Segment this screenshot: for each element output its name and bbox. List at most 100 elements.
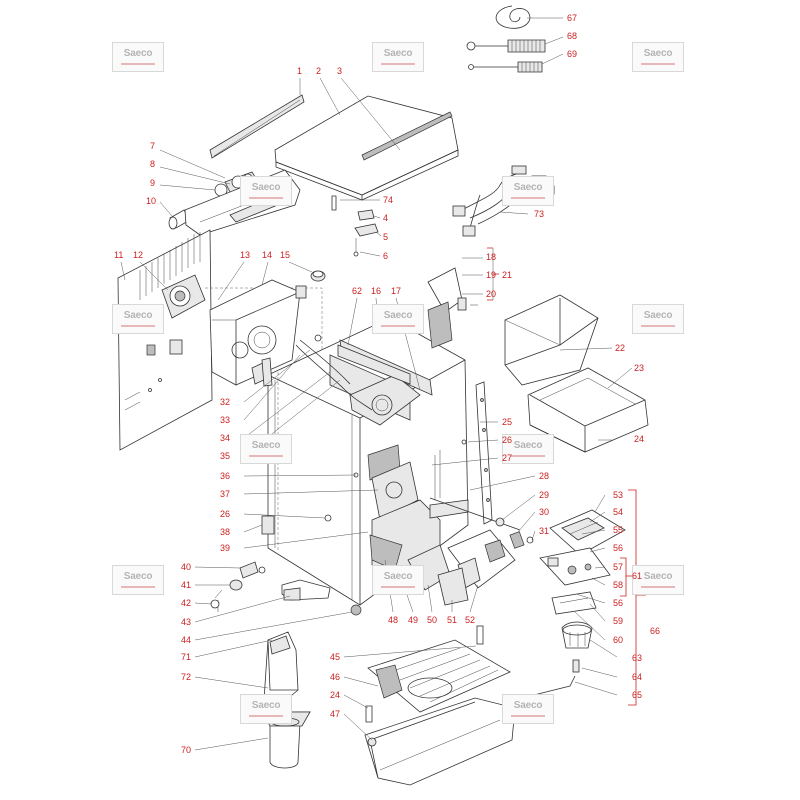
callout-23: 23 [634,363,645,373]
callout-65: 65 [632,690,643,700]
callout-9: 9 [150,178,156,188]
callout-43: 43 [181,617,192,627]
callout-2: 2 [316,66,322,76]
callout-11: 11 [114,250,124,260]
callout-61: 61 [632,571,643,581]
callout-20: 20 [486,289,497,299]
part-74 [331,195,337,211]
callout-69: 69 [567,49,578,59]
part-53-55-plate [549,509,626,556]
callout-63: 63 [632,653,643,663]
callout-45: 45 [330,652,341,662]
callout-35: 35 [220,451,231,461]
part-2-top-cover [274,95,459,201]
callout-21: 21 [502,270,513,280]
callout-10: 10 [146,196,157,206]
part-5 [354,223,379,237]
callout-48: 48 [388,615,399,625]
callout-56-a: 56 [613,543,624,553]
callout-26-b: 26 [220,509,231,519]
part-23-tray [527,367,649,453]
saeco-watermark: Saeco [502,694,554,724]
part-11-side-panel [117,229,213,451]
callout-24-b: 24 [330,690,341,700]
saeco-watermark: Saeco [632,42,684,72]
callout-31: 31 [539,526,550,536]
callout-41: 41 [181,580,192,590]
part-49-52-assembly [437,529,516,606]
part-40-43 [210,561,331,612]
saeco-watermark: Saeco [240,694,292,724]
callout-54: 54 [613,507,624,517]
callout-14: 14 [262,250,273,260]
callout-42: 42 [181,598,192,608]
callout-58: 58 [613,580,624,590]
callout-52: 52 [465,615,476,625]
callout-3: 3 [337,66,343,76]
callout-64: 64 [632,672,643,682]
callout-16: 16 [371,286,382,296]
part-24-pin [365,705,373,723]
part-22-container [504,294,599,386]
callout-24-a: 24 [634,434,645,444]
callout-55: 55 [613,525,624,535]
saeco-watermark: Saeco [372,42,424,72]
saeco-watermark: Saeco [240,434,292,464]
part-28-31-shaft [429,497,534,549]
part-45-post [476,625,484,645]
part-63-64-nozzle [561,621,593,673]
part-26-screw [324,514,332,522]
part-12-pump [161,274,206,319]
callout-28: 28 [539,471,550,481]
callout-40: 40 [181,562,192,572]
callout-67: 67 [567,13,578,23]
callout-22: 22 [615,343,626,353]
saeco-watermark: Saeco [240,176,292,206]
callout-18: 18 [486,252,497,262]
part-47-base [364,697,516,786]
part-19-20 [457,297,478,311]
callout-56-b: 56 [613,598,624,608]
callout-8: 8 [150,159,156,169]
callout-26-a: 26 [502,435,513,445]
callout-38: 38 [220,527,231,537]
callout-17: 17 [391,286,402,296]
callout-37: 37 [220,489,231,499]
callout-50: 50 [427,615,438,625]
callout-27: 27 [502,453,513,463]
callout-36: 36 [220,471,231,481]
callout-71: 71 [181,652,192,662]
part-3-lid-strip [361,111,453,161]
callout-13: 13 [240,250,251,260]
part-56-58 [539,547,611,586]
saeco-watermark: Saeco [632,565,684,595]
callout-47: 47 [330,709,341,719]
part-69-brush [468,61,543,73]
saeco-watermark: Saeco [502,434,554,464]
saeco-watermark: Saeco [372,565,424,595]
callout-7: 7 [150,141,156,151]
callout-5: 5 [383,232,389,242]
callout-6: 6 [383,251,389,261]
leader-lines [120,17,646,751]
saeco-watermark: Saeco [372,304,424,334]
callout-72: 72 [181,672,192,682]
callout-33: 33 [220,415,231,425]
callout-74: 74 [383,195,394,205]
part-62-bracket [337,344,411,385]
callout-73: 73 [534,209,545,219]
callout-66: 66 [650,626,661,636]
callout-34: 34 [220,433,231,443]
callout-51: 51 [447,615,458,625]
callout-62: 62 [352,286,363,296]
callout-4: 4 [383,213,389,223]
part-65-tube [529,675,576,697]
saeco-watermark: Saeco [112,565,164,595]
part-67-tube [495,5,531,29]
callout-25: 25 [502,417,513,427]
callout-39: 39 [220,543,231,553]
part-32-33-hoses [261,334,373,411]
part-1-strip [209,94,305,159]
callout-49: 49 [408,615,419,625]
